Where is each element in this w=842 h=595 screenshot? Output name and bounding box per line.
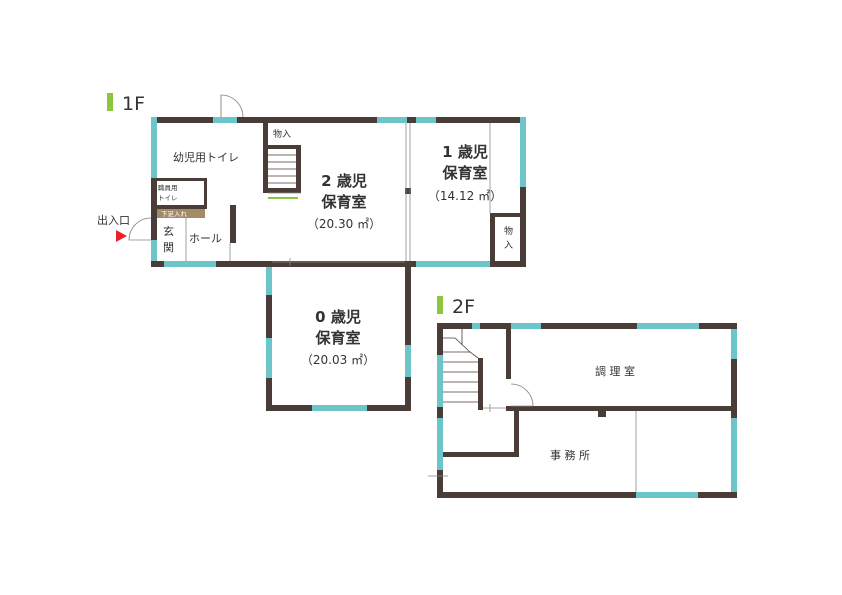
label-shoe-box: 下足入れ — [161, 210, 188, 218]
label-1yr-2: 保育室 — [441, 164, 487, 182]
windows-2f — [437, 323, 737, 498]
label-1yr-1: 1 歳児 — [442, 143, 488, 161]
label-2yr-area: （20.30 ㎡） — [307, 217, 381, 231]
label-office: 事 務 所 — [550, 448, 590, 462]
label-staff-toilet-1: 職員用 — [158, 183, 178, 192]
floor-2f-label: 2F — [452, 296, 475, 318]
lines-2f — [428, 383, 637, 492]
label-storage-right-1: 物 — [504, 225, 513, 237]
label-staff-toilet-2: トイレ — [158, 194, 178, 202]
label-kitchen: 調 理 室 — [595, 364, 635, 378]
floor-2f-marker — [437, 296, 443, 314]
label-2yr-1: 2 歳児 — [321, 172, 367, 190]
shoe-box — [157, 209, 205, 218]
lines-1f — [128, 94, 491, 266]
walls-2f — [437, 323, 737, 498]
entrance-label: 出入口 — [97, 213, 130, 227]
floor-1f-marker — [107, 93, 113, 111]
stair-1f — [268, 154, 296, 184]
label-genkan-1: 玄 — [163, 224, 174, 238]
label-hall: ホール — [189, 232, 222, 245]
label-0yr-1: 0 歳児 — [315, 308, 361, 326]
label-2yr-2: 保育室 — [320, 193, 366, 211]
floor-1f: 1F — [97, 93, 526, 411]
floor-1f-label: 1F — [122, 93, 145, 115]
label-storage-top: 物入 — [273, 128, 291, 140]
label-0yr-2: 保育室 — [314, 329, 360, 347]
label-0yr-area: （20.03 ㎡） — [301, 353, 375, 367]
windows-1f — [151, 117, 526, 411]
label-genkan-2: 関 — [163, 241, 174, 254]
label-1yr-area: （14.12 ㎡） — [428, 189, 502, 203]
label-infant-toilet: 幼児用トイレ — [173, 151, 239, 164]
entrance-arrow-icon — [116, 230, 127, 242]
label-storage-right-2: 入 — [504, 240, 513, 251]
stair-accent — [268, 197, 298, 199]
stair-2f — [443, 329, 479, 403]
floor-2f: 2F — [428, 296, 737, 498]
